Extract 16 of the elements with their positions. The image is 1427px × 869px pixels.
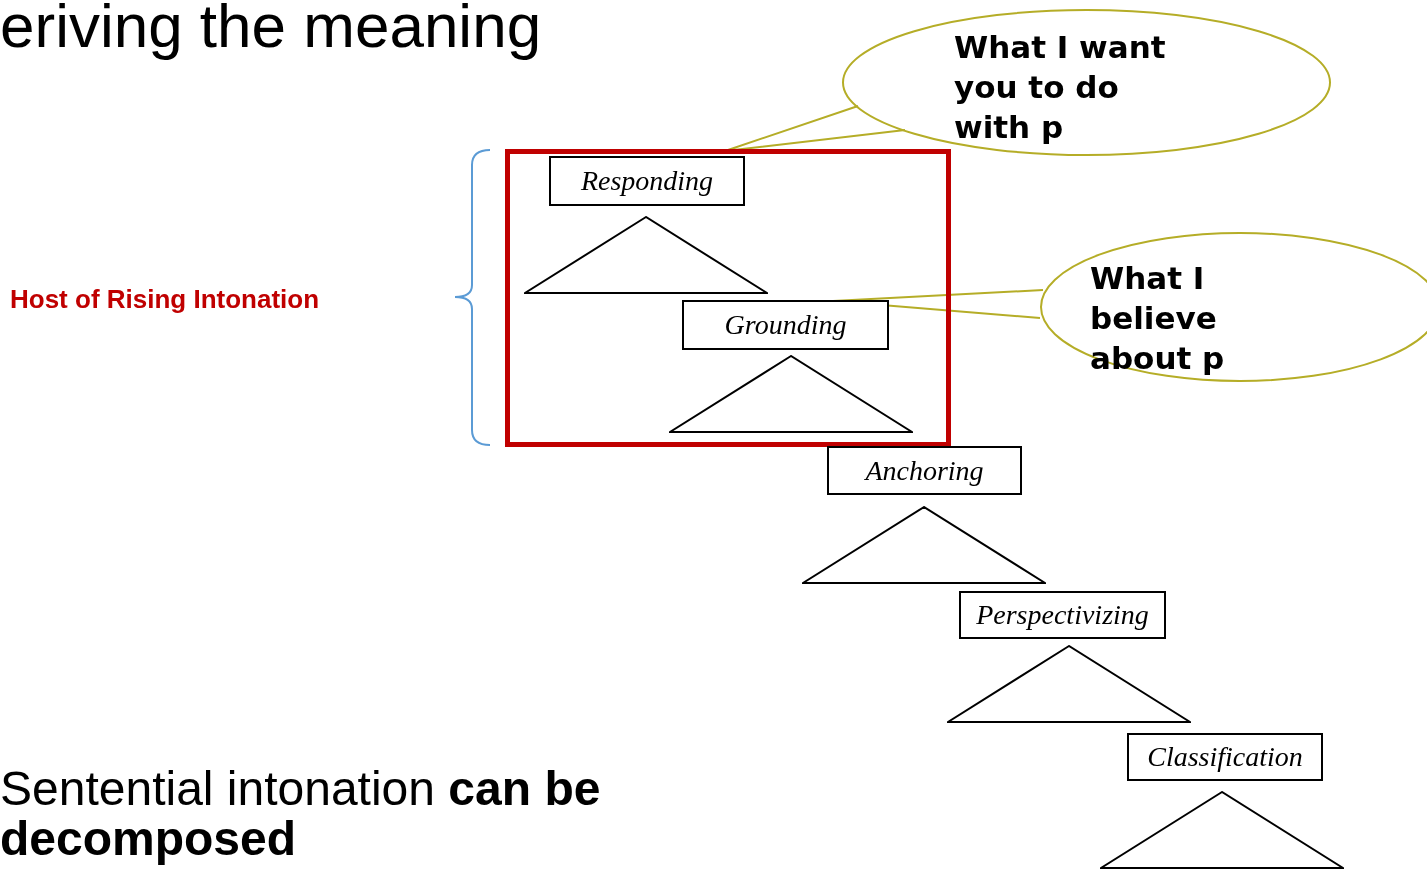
handwritten-note: What I believe about p [1090,259,1226,378]
slide-title: eriving the meaning [0,0,542,62]
triangle-shape [1100,791,1344,869]
label-box: Classification [1127,733,1323,781]
label-box: Grounding [682,300,889,350]
highlight-frame [505,149,951,447]
brace-label: Host of Rising Intonation [10,283,320,316]
triangle-shape [947,645,1191,723]
triangle-shape [802,506,1046,584]
label-box: Anchoring [827,446,1022,495]
triangle-shape [524,216,768,294]
label-box: Perspectivizing [959,591,1166,639]
bullet-text: Sentential intonation can be decomposed [0,764,602,864]
handwritten-note: What I want you to do with p [954,28,1167,147]
label-box: Responding [549,156,745,206]
triangle-shape [669,355,913,433]
